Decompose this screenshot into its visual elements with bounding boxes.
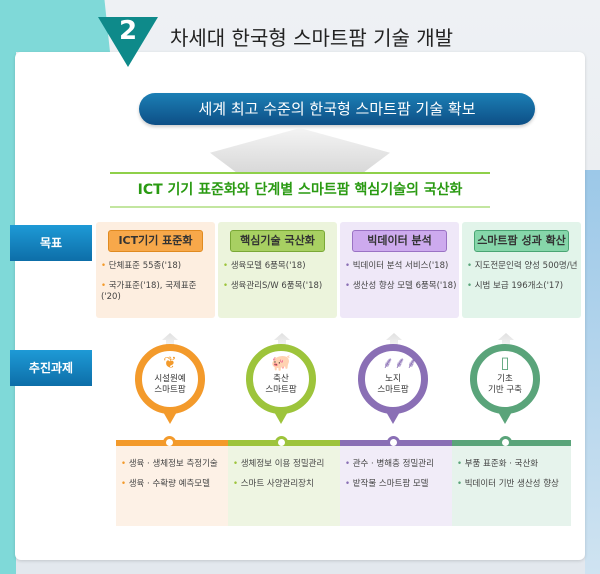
task-label: 축산 — [273, 374, 289, 384]
task-card: 생체정보 이용 정밀관리스마트 사양관리장치 — [228, 446, 347, 526]
task-item: 부품 표준화 · 국산화 — [457, 459, 571, 470]
task-label: 시설원예 — [154, 374, 186, 384]
task-label: 기반 구축 — [488, 385, 522, 395]
tasks-label: 추진과제 — [10, 350, 92, 386]
right-accent-band — [585, 170, 600, 574]
goal-title: ICT기기 표준화 — [108, 230, 203, 252]
pig-icon: 🐖 — [271, 353, 291, 372]
goal-item: 빅데이터 분석 서비스('18) — [345, 261, 459, 272]
goal-title: 빅데이터 분석 — [352, 230, 447, 252]
task-item: 스마트 사양관리장치 — [233, 479, 347, 490]
wheat-icon: ⸙⸙⸙ — [382, 353, 419, 372]
goal-item: 생육관리S/W 6품목('18) — [223, 281, 337, 292]
page-title: 차세대 한국형 스마트팜 기술 개발 — [170, 26, 454, 50]
task-card: 관수 · 병해충 정밀관리밭작물 스마트팜 모델 — [340, 446, 459, 526]
goal-card: 빅데이터 분석 빅데이터 분석 서비스('18) 생산성 향상 모델 6품목('1… — [340, 222, 459, 318]
goal-card: 스마트팜 성과 확산 지도전문인력 양성 500명/년시범 보급 196개소('… — [462, 222, 581, 318]
goal-title: 핵심기술 국산화 — [230, 230, 325, 252]
goal-title: 스마트팜 성과 확산 — [474, 230, 569, 252]
task-card: 생육 · 생체정보 측정기술생육 · 수확량 예측모델 — [116, 446, 235, 526]
task-item: 생육 · 수확량 예측모델 — [121, 479, 235, 490]
section-number: 2 — [118, 16, 138, 46]
task-item: 생체정보 이용 정밀관리 — [233, 459, 347, 470]
task-label: 스마트팜 — [377, 385, 409, 395]
left-accent-band — [0, 0, 16, 574]
task-item: 빅데이터 기반 생산성 향상 — [457, 479, 571, 490]
goal-card: ICT기기 표준화 단체표준 55종('18) 국가표준('18), 국제표준('… — [96, 222, 215, 318]
smartphone-icon: ▯ — [500, 353, 510, 372]
task-item: 관수 · 병해충 정밀관리 — [345, 459, 459, 470]
up-arrow-icon — [498, 333, 514, 347]
strategy-subtitle: ICT 기기 표준화와 단계별 스마트팜 핵심기술의 국산화 — [110, 172, 490, 208]
task-item: 밭작물 스마트팜 모델 — [345, 479, 459, 490]
top-accent — [0, 0, 110, 52]
goal-item: 국가표준('18), 국제표준('20) — [101, 281, 215, 303]
goal-item: 생산성 향상 모델 6품목('18) — [345, 281, 459, 292]
vision-banner: 세계 최고 수준의 한국형 스마트팜 기술 확보 — [139, 93, 535, 125]
task-label: 노지 — [385, 374, 401, 384]
goals-label: 목표 — [10, 225, 92, 261]
up-arrow-icon — [274, 333, 290, 347]
goal-card: 핵심기술 국산화 생육모델 6품목('18) 생육관리S/W 6품목('18) — [218, 222, 337, 318]
task-label: 기초 — [497, 374, 513, 384]
goal-item: 시범 보급 196개소('17) — [467, 281, 581, 292]
task-label: 스마트팜 — [154, 385, 186, 395]
up-arrow-icon — [386, 333, 402, 347]
task-card: 부품 표준화 · 국산화빅데이터 기반 생산성 향상 — [452, 446, 571, 526]
up-arrow-icon — [162, 333, 178, 347]
goal-item: 생육모델 6품목('18) — [223, 261, 337, 272]
task-item: 생육 · 생체정보 측정기술 — [121, 459, 235, 470]
goal-item: 단체표준 55종('18) — [101, 261, 215, 272]
goal-item: 지도전문인력 양성 500명/년 — [467, 261, 581, 272]
task-label: 스마트팜 — [265, 385, 297, 395]
plant-pot-icon: ❦ — [163, 353, 177, 372]
